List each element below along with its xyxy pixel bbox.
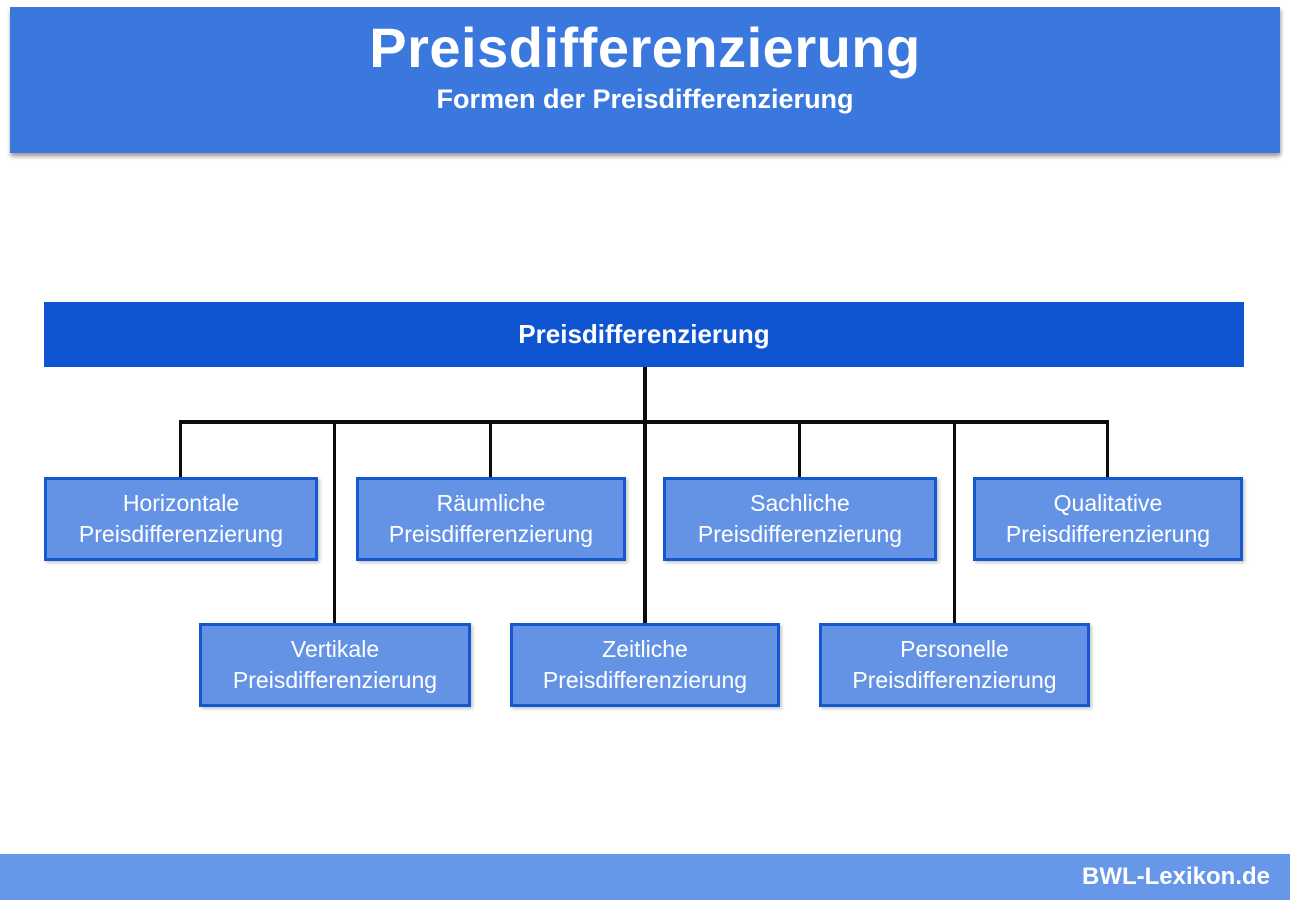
node-qualitative-preisdifferenzierung: Qualitative Preisdifferenzierung [973, 477, 1243, 561]
page-subtitle: Formen der Preisdifferenzierung [436, 84, 854, 114]
node-horizontale-preisdifferenzierung: Horizontale Preisdifferenzierung [44, 477, 318, 561]
connector-drop-zeitliche [643, 420, 647, 623]
connector-drop-vertikale [333, 420, 336, 623]
connector-drop-qualitative [1106, 420, 1109, 477]
node-zeitliche-preisdifferenzierung: Zeitliche Preisdifferenzierung [510, 623, 780, 707]
root-node-preisdifferenzierung: Preisdifferenzierung [44, 302, 1244, 367]
page-header: Preisdifferenzierung Formen der Preisdif… [10, 7, 1280, 153]
node-raeumliche-preisdifferenzierung: Räumliche Preisdifferenzierung [356, 477, 626, 561]
connector-drop-raeumliche [489, 420, 492, 477]
page-title: Preisdifferenzierung [369, 16, 921, 79]
connector-drop-horizontale [179, 420, 182, 477]
page-footer: BWL-Lexikon.de [0, 854, 1290, 900]
connector-drop-personelle [953, 420, 956, 623]
node-personelle-preisdifferenzierung: Personelle Preisdifferenzierung [819, 623, 1090, 707]
connector-drop-sachliche [798, 420, 801, 477]
brand-text: BWL-Lexikon.de [1081, 863, 1270, 890]
node-sachliche-preisdifferenzierung: Sachliche Preisdifferenzierung [663, 477, 937, 561]
node-vertikale-preisdifferenzierung: Vertikale Preisdifferenzierung [199, 623, 471, 707]
connector-root-stem [643, 367, 647, 424]
